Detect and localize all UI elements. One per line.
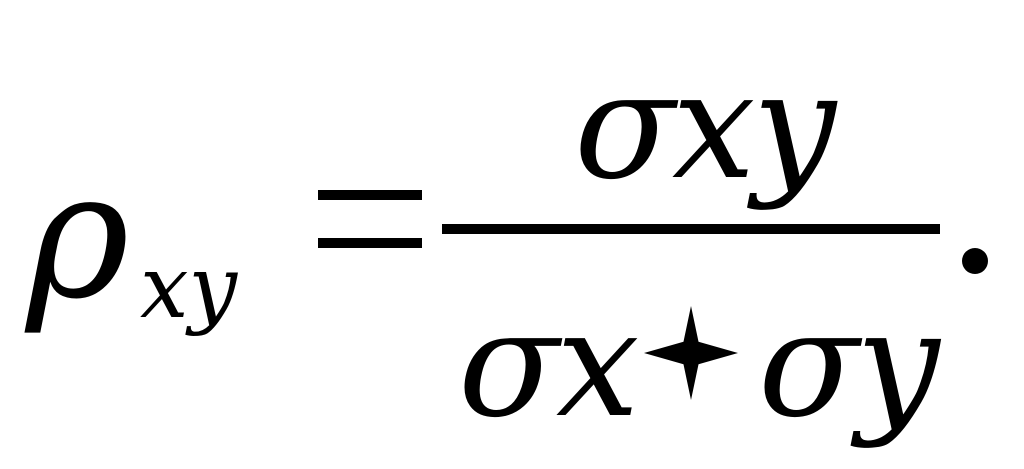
denominator-left-term: σx (458, 278, 639, 450)
multiply-star-icon (644, 306, 738, 400)
rho-symbol: ρ (26, 133, 130, 338)
numerator: σxy (574, 40, 836, 212)
equals-top-bar (318, 190, 422, 200)
equals-sign (318, 190, 422, 248)
denominator: σx σy (452, 290, 942, 440)
fraction-bar (442, 224, 940, 234)
equals-bottom-bar (318, 238, 422, 248)
period-mark (962, 248, 988, 274)
denominator-right-term: σy (758, 278, 940, 450)
rho-subscript: xy (140, 238, 238, 338)
